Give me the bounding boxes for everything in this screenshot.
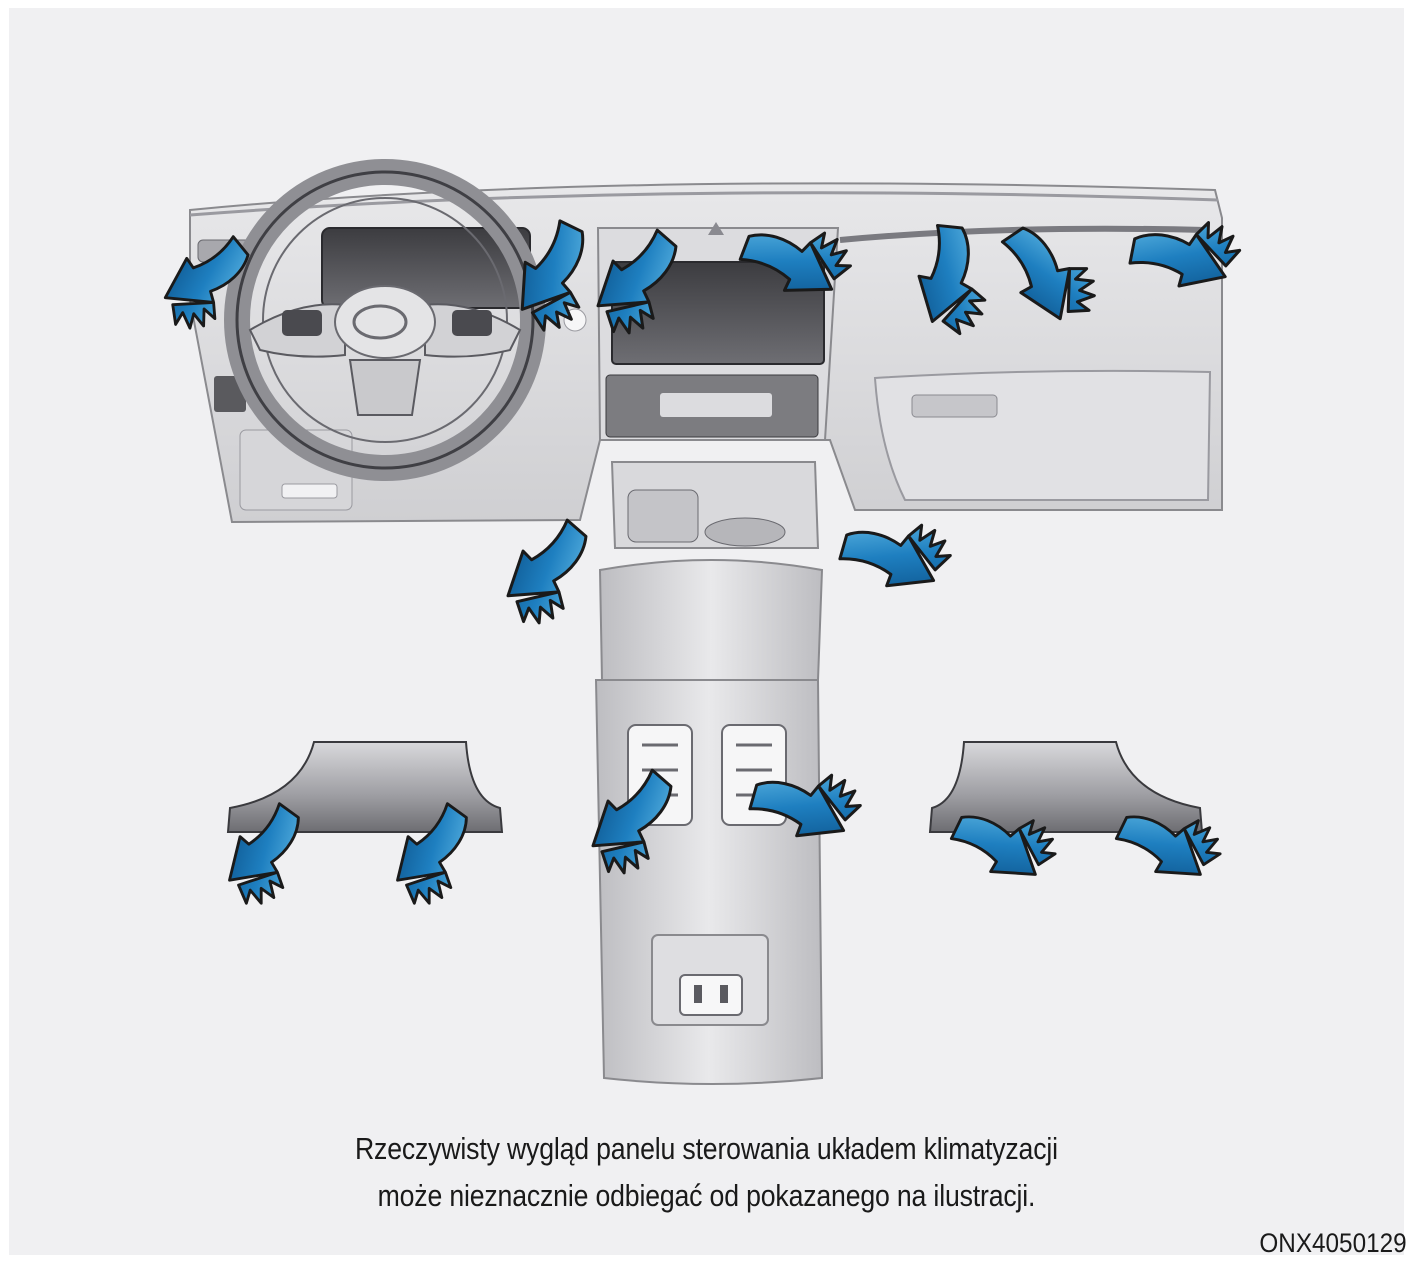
rear-duct-left xyxy=(226,741,504,833)
front-console xyxy=(598,461,824,686)
caption-line-2: może nieznacznie odbiegać od pokazanego … xyxy=(377,1178,1036,1213)
rear-console xyxy=(594,679,824,1085)
steering-wheel xyxy=(224,159,546,481)
arrow-floor-front-left xyxy=(488,515,615,635)
caption-line-1: Rzeczywisty wygląd panelu sterowania ukł… xyxy=(354,1131,1058,1166)
rear-duct-right xyxy=(928,741,1204,833)
figure-code: ONX4050129 xyxy=(1259,1228,1407,1258)
